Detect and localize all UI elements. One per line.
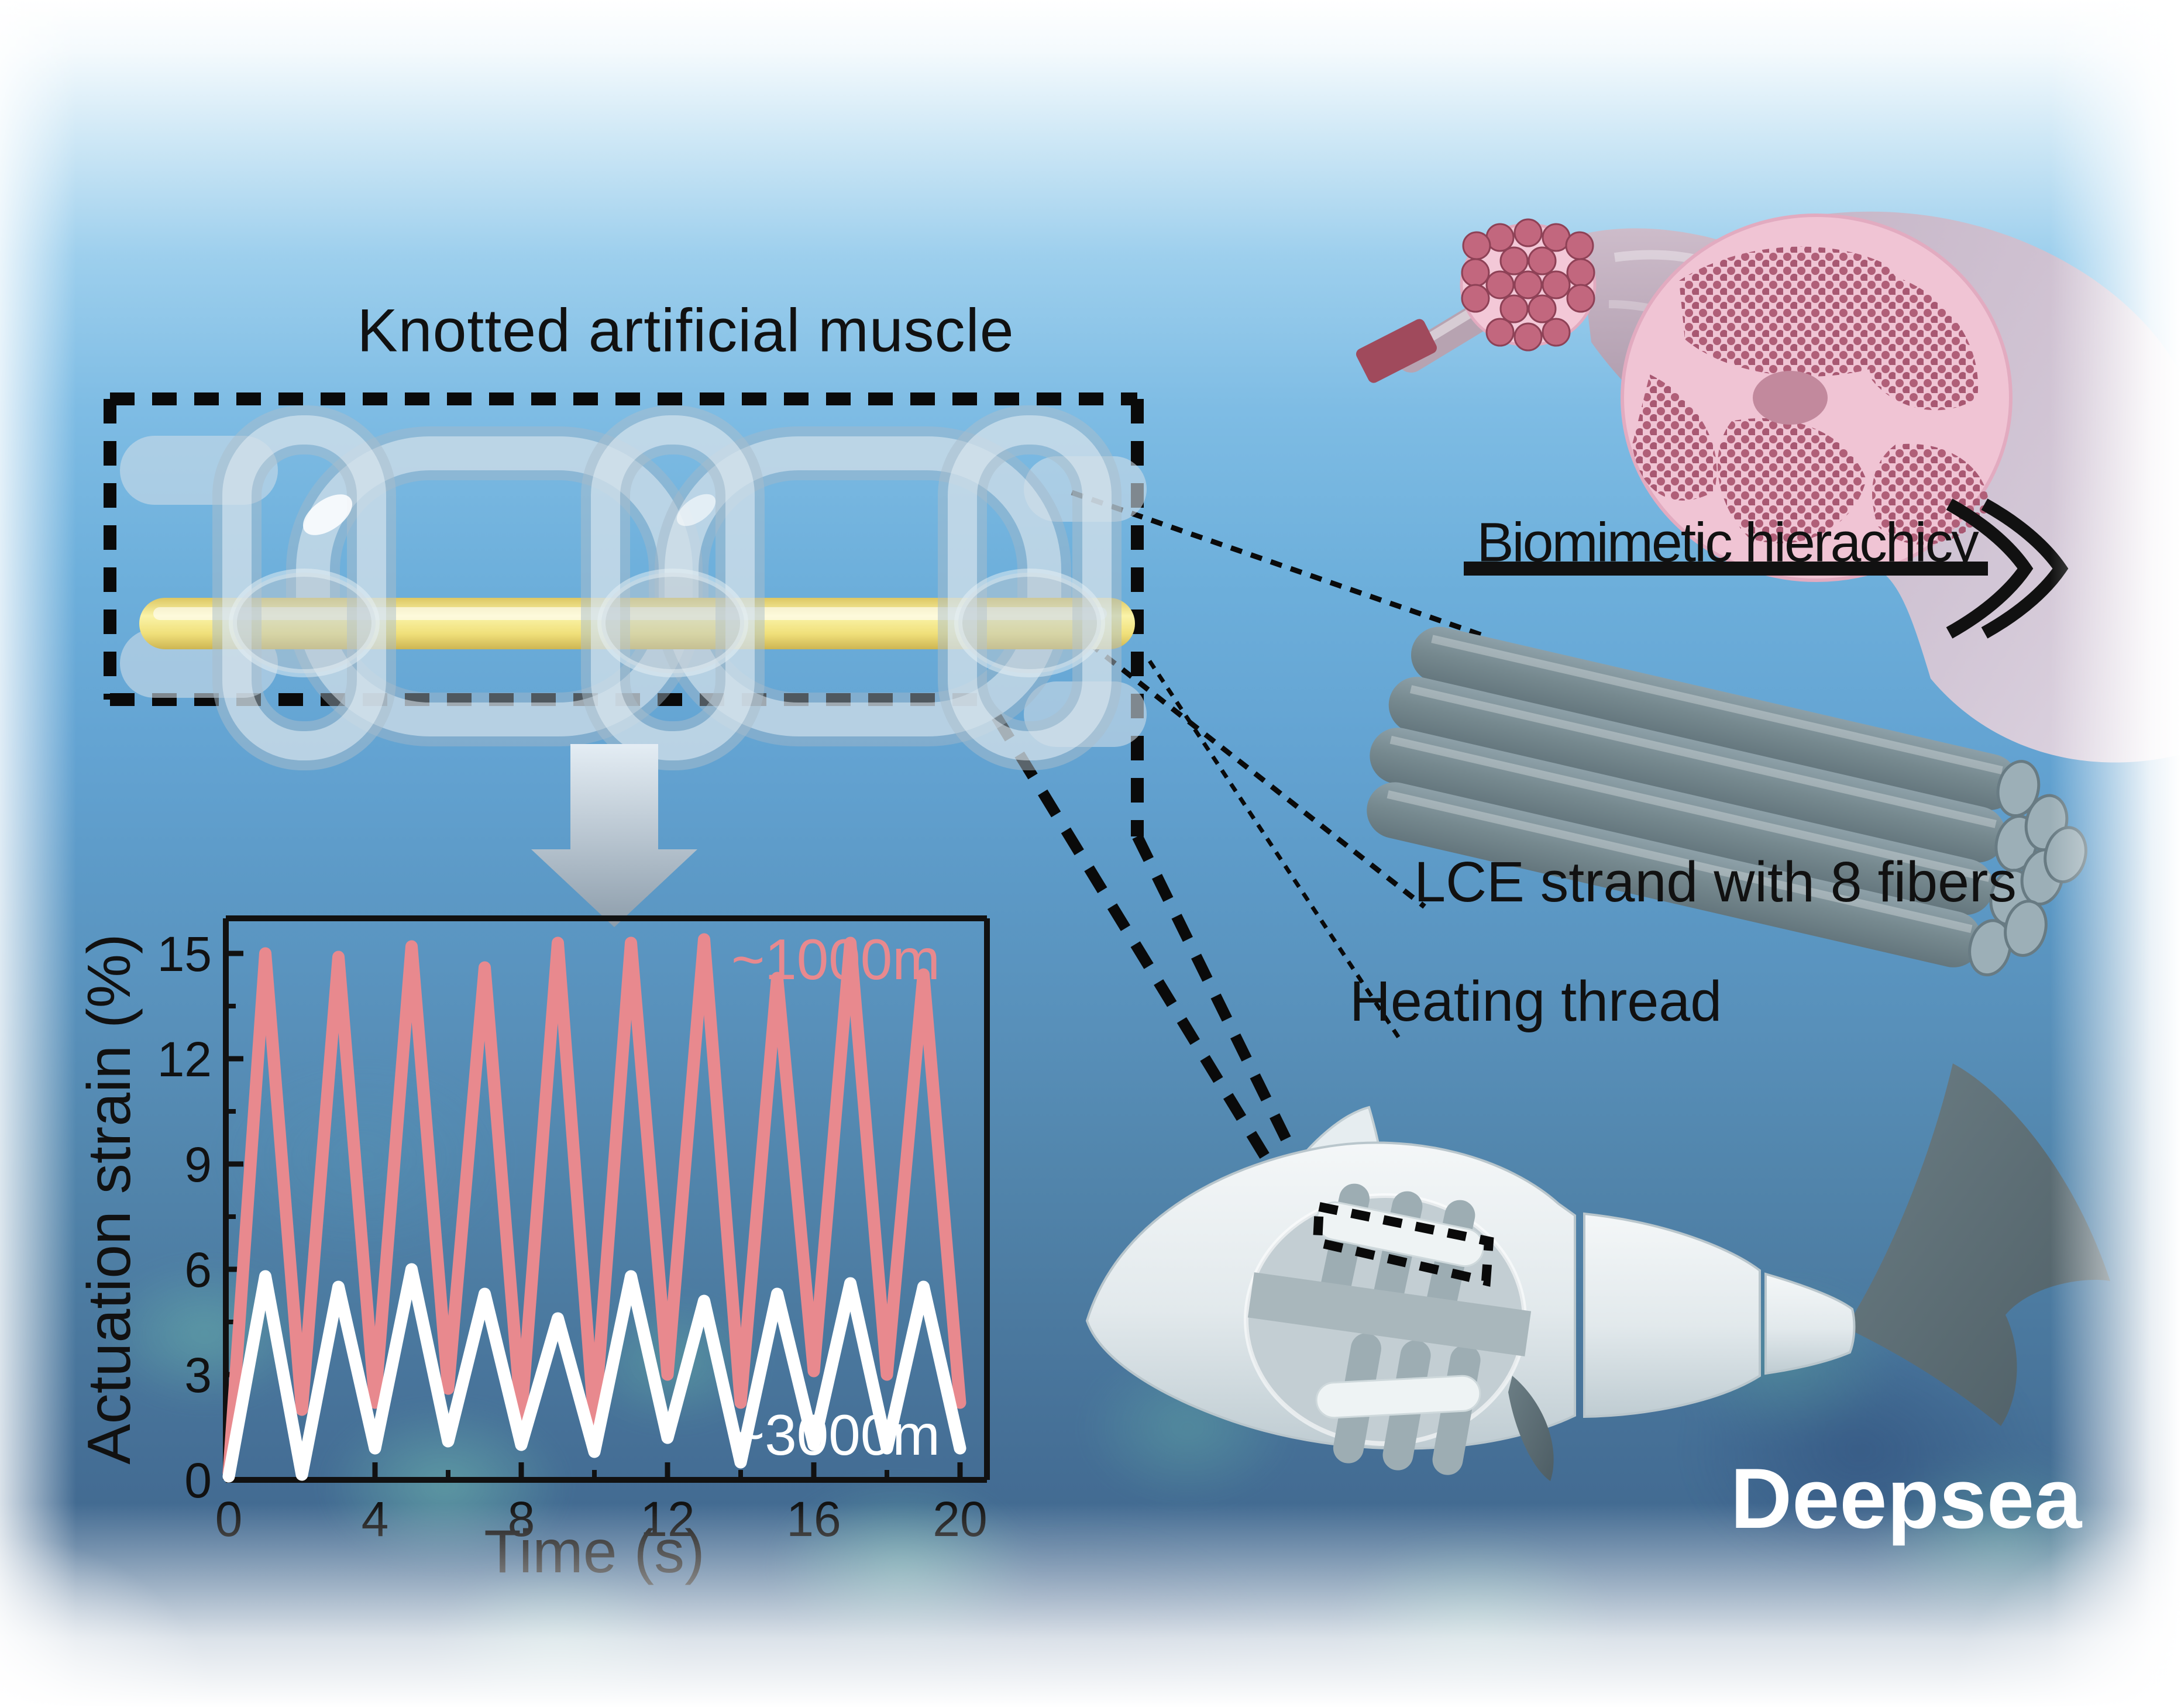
x-tick-label: 0 bbox=[215, 1492, 243, 1547]
series-label-1000m: ~1000m bbox=[731, 927, 940, 991]
y-tick-label: 12 bbox=[157, 1032, 212, 1087]
y-tick-label: 9 bbox=[184, 1137, 212, 1192]
y-axis-title: Actuation strain (%) bbox=[75, 934, 143, 1464]
deepsea-label: Deepsea bbox=[1730, 1451, 2082, 1546]
heating-thread-label: Heating thread bbox=[1349, 969, 1722, 1033]
x-tick-label: 4 bbox=[362, 1492, 389, 1547]
series-label-3000m: ~3000m bbox=[731, 1403, 940, 1467]
y-tick-label: 6 bbox=[184, 1242, 212, 1297]
x-tick-label: 20 bbox=[933, 1492, 987, 1547]
y-tick-label: 0 bbox=[184, 1453, 212, 1508]
biomimetic-hierarchy-label: Biomimetic hierachicy bbox=[1477, 511, 1979, 574]
series-line-1000m bbox=[222, 933, 966, 1479]
figure-title: Knotted artificial muscle bbox=[357, 297, 1014, 365]
x-axis-title: Time (s) bbox=[484, 1518, 704, 1586]
y-tick-label: 3 bbox=[184, 1348, 212, 1403]
lce-strand-label: LCE strand with 8 fibers bbox=[1414, 850, 2017, 914]
y-tick-label: 15 bbox=[157, 927, 212, 982]
x-tick-label: 16 bbox=[786, 1492, 841, 1547]
